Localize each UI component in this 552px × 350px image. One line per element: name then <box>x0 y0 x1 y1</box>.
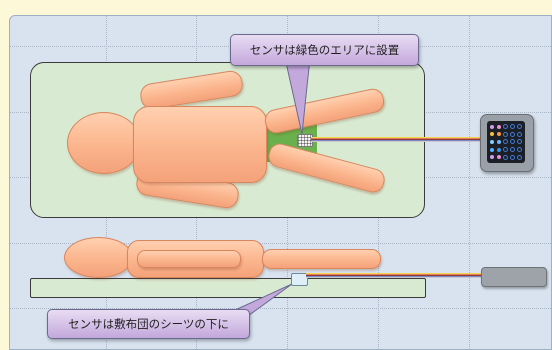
monitor-dot <box>503 154 508 160</box>
monitor-dot <box>517 154 522 160</box>
monitor-dot <box>496 139 501 144</box>
monitor-dot <box>517 147 522 153</box>
monitor-dot <box>490 124 495 129</box>
callout-bottom-text: センサは敷布団のシーツの下に <box>68 317 229 331</box>
torso <box>133 106 267 183</box>
monitor-dot <box>503 124 508 130</box>
monitor-dot <box>517 124 522 130</box>
monitor-device <box>480 114 534 172</box>
monitor-dot <box>510 124 515 130</box>
callout-top: センサは緑色のエリアに設置 <box>230 34 419 66</box>
monitor-dot <box>503 139 508 145</box>
callout-bottom: センサは敷布団のシーツの下に <box>47 309 250 339</box>
monitor-dot <box>517 131 522 137</box>
grid-line <box>469 16 470 349</box>
monitor-dot <box>490 155 495 160</box>
monitor-dot <box>503 147 508 153</box>
grid-line <box>10 308 551 309</box>
side-sensor <box>291 273 308 286</box>
monitor-dot <box>517 139 522 145</box>
monitor-dot <box>496 124 501 129</box>
monitor-dot <box>510 154 515 160</box>
monitor-dot <box>510 139 515 145</box>
monitor-dot <box>503 131 508 137</box>
monitor-dot <box>510 147 515 153</box>
monitor-dot <box>490 132 495 137</box>
side-legs <box>262 249 381 269</box>
head <box>67 112 141 174</box>
callout-pointer-top <box>284 57 311 135</box>
grid-line <box>10 243 551 244</box>
side-arm <box>137 250 241 268</box>
monitor-dot <box>490 139 495 144</box>
bed-side-view <box>30 278 426 298</box>
monitor-dot <box>490 147 495 152</box>
side-head <box>64 237 133 278</box>
monitor-dot <box>496 147 501 152</box>
diagram-canvas: センサは緑色のエリアに設置 センサは敷布団のシーツの下に <box>9 15 552 350</box>
sensor-cable-side <box>306 273 482 278</box>
monitor-dot <box>510 131 515 137</box>
monitor-dot <box>496 132 501 137</box>
monitor-side-view <box>481 267 547 287</box>
callout-top-text: センサは緑色のエリアに設置 <box>249 43 400 57</box>
sensor-cable-top <box>311 137 481 142</box>
monitor-dot <box>496 155 501 160</box>
monitor-screen <box>487 121 525 163</box>
